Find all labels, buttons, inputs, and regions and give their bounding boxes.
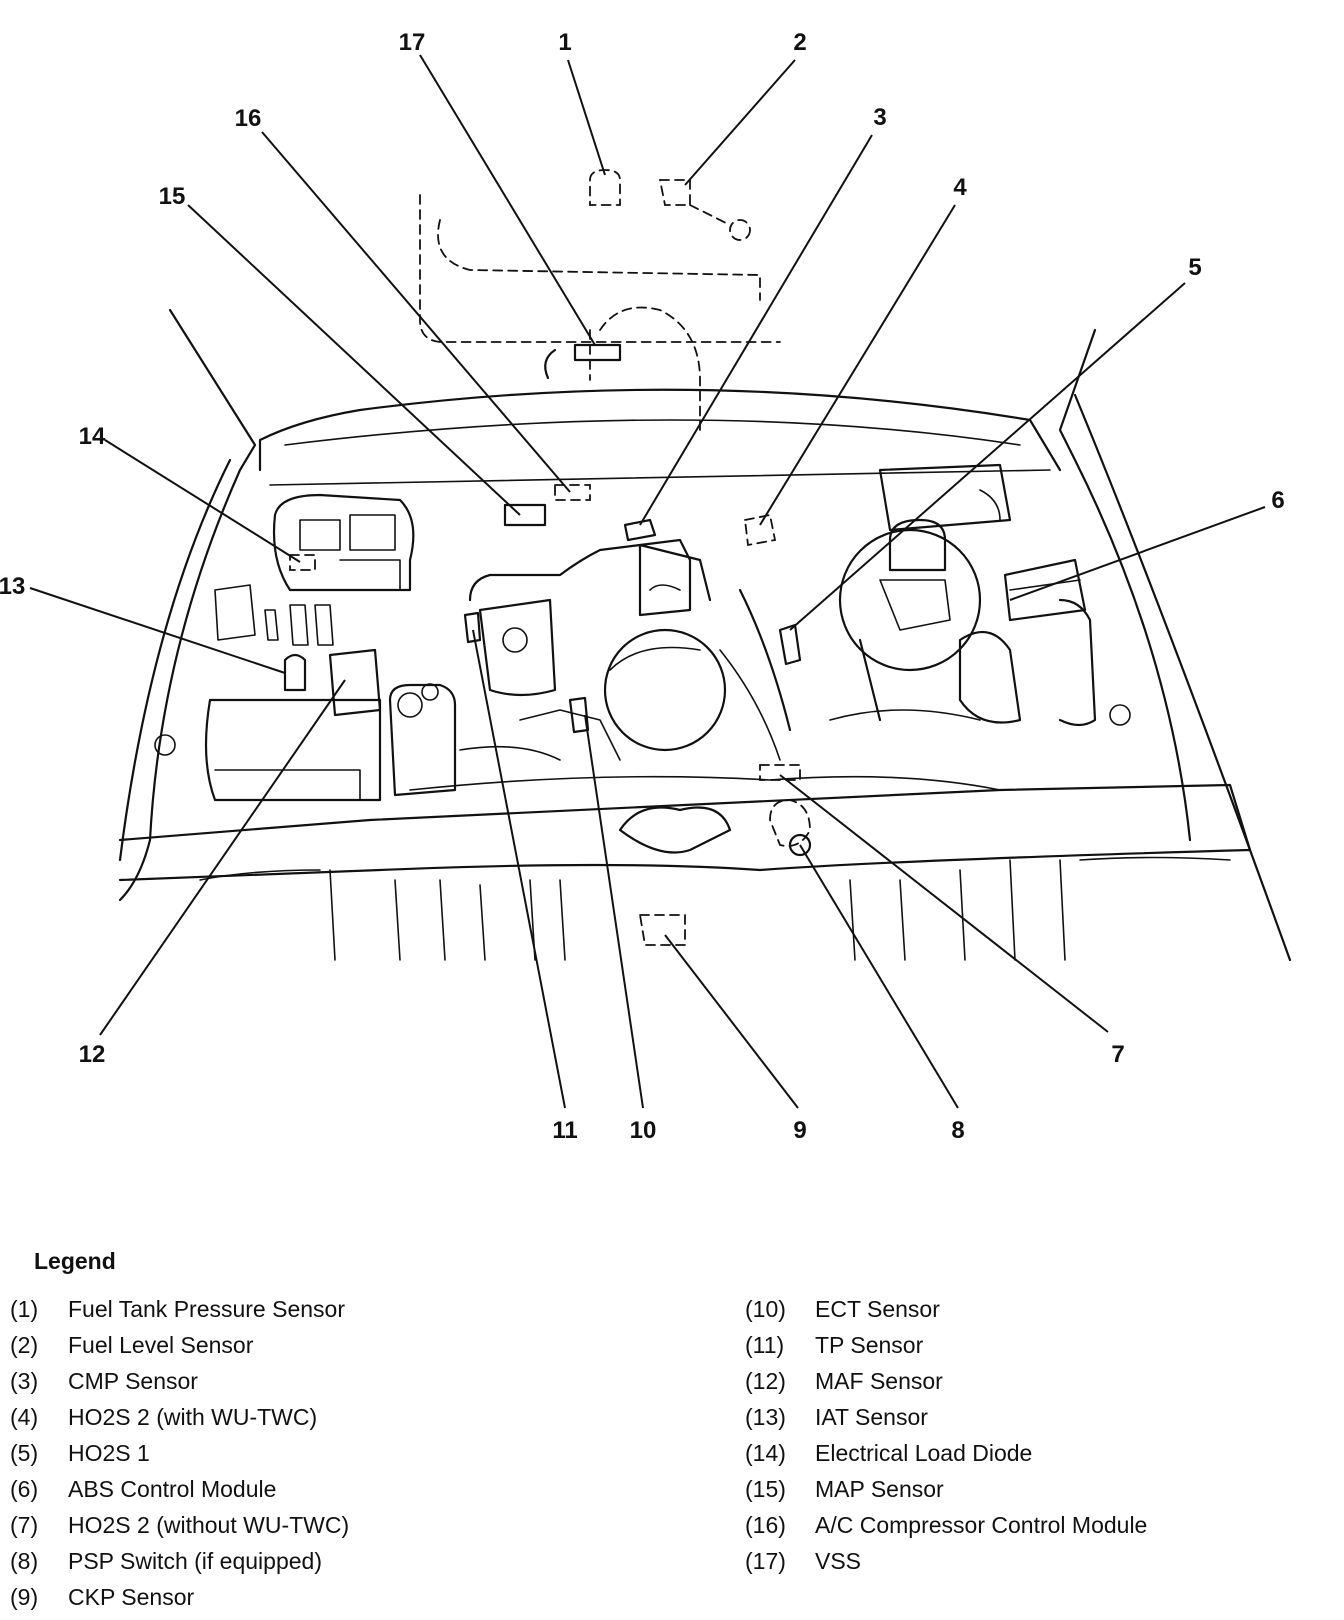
legend-column-right: (10) ECT Sensor (11) TP Sensor (12) MAF Sen…	[745, 1296, 1147, 1584]
leader-14	[104, 439, 301, 563]
callout-13: 13	[0, 573, 25, 600]
legend-key: (11)	[745, 1332, 785, 1358]
leader-1	[567, 59, 606, 176]
callout-2: 2	[793, 29, 806, 56]
legend-label: Fuel Tank Pressure Sensor	[68, 1296, 345, 1322]
legend-key: (17)	[745, 1548, 786, 1574]
callout-4: 4	[953, 174, 967, 201]
leader-13	[29, 587, 286, 674]
legend-key: (10)	[745, 1296, 786, 1322]
legend-key: (3)	[10, 1368, 39, 1394]
callout-3: 3	[873, 104, 886, 131]
legend-item: (16) A/C Compressor Control Module	[745, 1512, 1147, 1548]
legend-key: (9)	[10, 1584, 39, 1610]
leader-7	[779, 774, 1109, 1033]
callout-6: 6	[1271, 487, 1284, 514]
engine-compartment-diagram: 1 2 3 4 5 6 7 8 9 10 11 12 13 14 15 16 1…	[0, 29, 1292, 1144]
callout-5: 5	[1188, 254, 1201, 281]
legend-key: (2)	[10, 1332, 39, 1358]
callout-11: 11	[552, 1117, 577, 1144]
leader-6	[1009, 506, 1266, 601]
legend-key: (6)	[10, 1476, 39, 1502]
legend-label: Fuel Level Sensor	[68, 1332, 254, 1358]
legend-key: (12)	[745, 1368, 786, 1394]
legend-item: (5) HO2S 1	[10, 1440, 349, 1476]
callout-7: 7	[1111, 1041, 1124, 1068]
legend-item: (9) CKP Sensor	[10, 1584, 349, 1620]
legend-title: Legend	[34, 1248, 116, 1274]
legend-label: HO2S 2 (with WU-TWC)	[68, 1404, 318, 1430]
callout-8: 8	[951, 1117, 964, 1144]
legend-item: (14) Electrical Load Diode	[745, 1440, 1147, 1476]
legend-key: (4)	[10, 1404, 39, 1430]
callout-14: 14	[79, 423, 106, 450]
leader-3	[639, 134, 873, 526]
legend-key: (13)	[745, 1404, 786, 1430]
legend-label: A/C Compressor Control Module	[815, 1512, 1148, 1538]
legend-key: (8)	[10, 1548, 39, 1574]
legend-label: HO2S 1	[68, 1440, 150, 1466]
legend-key: (1)	[10, 1296, 39, 1322]
legend-key: (5)	[10, 1440, 39, 1466]
leader-17	[419, 54, 596, 346]
legend-key: (15)	[745, 1476, 786, 1502]
legend-item: (2) Fuel Level Sensor	[10, 1332, 349, 1368]
legend-label: Electrical Load Diode	[815, 1440, 1033, 1466]
legend-item: (4) HO2S 2 (with WU-TWC)	[10, 1404, 349, 1440]
legend-label: ECT Sensor	[815, 1296, 940, 1322]
leader-12	[99, 679, 346, 1036]
legend-item: (3) CMP Sensor	[10, 1368, 349, 1404]
legend-item: (15) MAP Sensor	[745, 1476, 1147, 1512]
legend-label: ABS Control Module	[68, 1476, 277, 1502]
legend-key: (7)	[10, 1512, 39, 1538]
legend-label: MAP Sensor	[815, 1476, 944, 1502]
callout-9: 9	[793, 1117, 806, 1144]
legend-key: (16)	[745, 1512, 786, 1538]
legend-item: (1) Fuel Tank Pressure Sensor	[10, 1296, 349, 1332]
legend-label: CKP Sensor	[68, 1584, 195, 1610]
leader-9	[664, 934, 799, 1109]
legend-item: (12) MAF Sensor	[745, 1368, 1147, 1404]
legend-item: (13) IAT Sensor	[745, 1404, 1147, 1440]
legend-label: CMP Sensor	[68, 1368, 198, 1394]
legend-item: (17) VSS	[745, 1548, 1147, 1584]
leader-11	[472, 629, 566, 1109]
leader-16	[261, 131, 571, 493]
leader-8	[799, 844, 959, 1109]
leader-2	[684, 59, 796, 186]
legend-item: (10) ECT Sensor	[745, 1296, 1147, 1332]
legend-label: PSP Switch (if equipped)	[68, 1548, 322, 1574]
legend-key: (14)	[745, 1440, 786, 1466]
leader-4	[759, 204, 956, 526]
callout-16: 16	[235, 105, 262, 132]
callout-1: 1	[558, 29, 571, 56]
callout-10: 10	[630, 1117, 657, 1144]
legend-item: (7) HO2S 2 (without WU-TWC)	[10, 1512, 349, 1548]
legend-item: (6) ABS Control Module	[10, 1476, 349, 1512]
legend-label: MAF Sensor	[815, 1368, 943, 1394]
callout-12: 12	[79, 1041, 106, 1068]
legend-item: (8) PSP Switch (if equipped)	[10, 1548, 349, 1584]
leader-10	[584, 714, 644, 1109]
callout-17: 17	[399, 29, 426, 56]
legend-item: (11) TP Sensor	[745, 1332, 1147, 1368]
legend-label: VSS	[815, 1548, 862, 1574]
callout-15: 15	[159, 183, 186, 210]
callout-numbers: 1 2 3 4 5 6 7 8 9 10 11 12 13 14 15 16 1…	[0, 29, 1285, 1144]
leader-5	[789, 282, 1186, 631]
legend-label: IAT Sensor	[815, 1404, 928, 1430]
leader-lines	[29, 54, 1266, 1109]
legend-label: TP Sensor	[815, 1332, 924, 1358]
legend-column-left: (1) Fuel Tank Pressure Sensor (2) Fuel Lev…	[10, 1296, 349, 1620]
engine-bay-drawing	[118, 169, 1292, 962]
leader-15	[187, 204, 521, 516]
legend-label: HO2S 2 (without WU-TWC)	[68, 1512, 350, 1538]
legend: Legend (1) Fuel Tank Pressure Sensor (2) F…	[0, 1248, 1344, 1612]
